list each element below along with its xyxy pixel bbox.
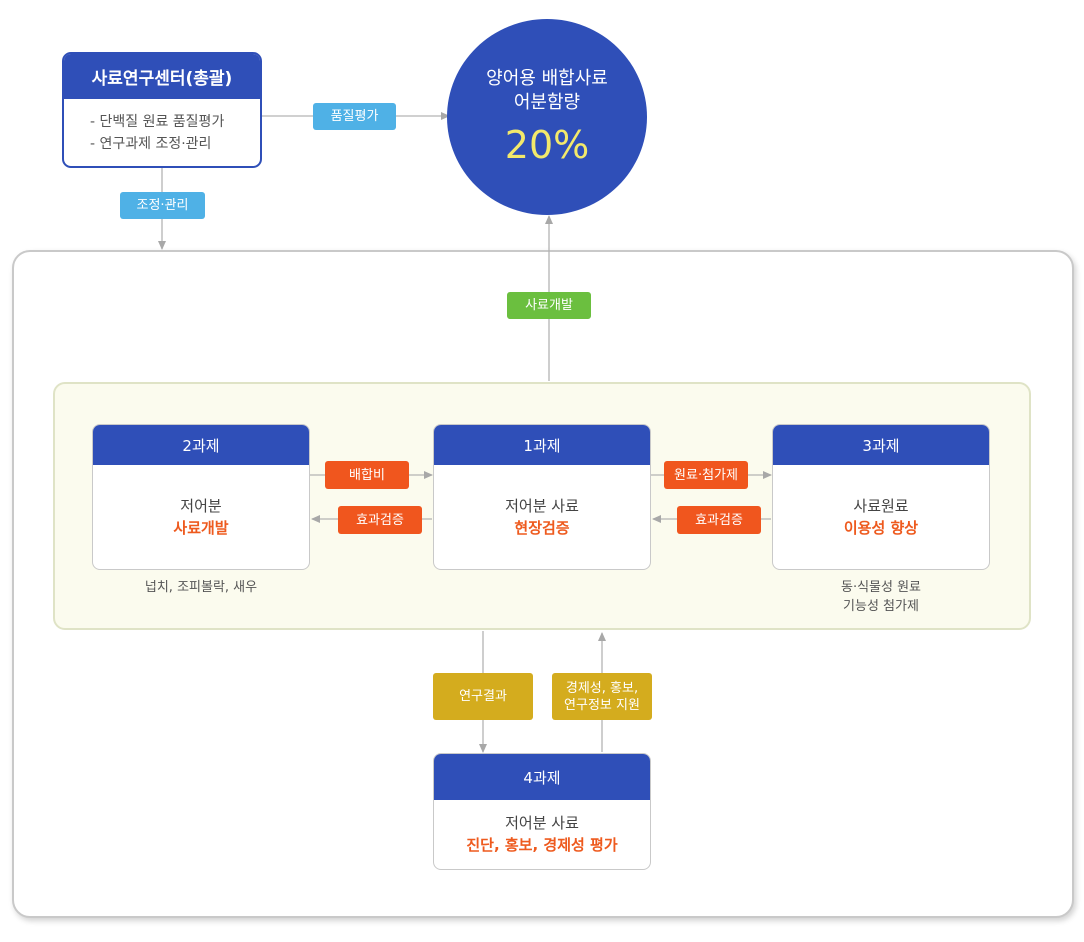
task1-body: 저어분 사료 현장검증 xyxy=(434,465,650,539)
task3-title: 3과제 xyxy=(773,425,989,465)
tag-support-line1: 경제성, 홍보, xyxy=(565,680,639,696)
task1-title: 1과제 xyxy=(434,425,650,465)
goal-line1: 양어용 배합사료 xyxy=(486,68,608,89)
task3-line2: 이용성 향상 xyxy=(843,519,919,537)
tag-quality: 품질평가 xyxy=(313,103,396,130)
research-center-title: 사료연구센터(총괄) xyxy=(64,54,260,99)
task1-line2: 현장검증 xyxy=(514,519,570,537)
task1-line1: 저어분 사료 xyxy=(505,497,579,515)
task3-note-line2: 기능성 첨가제 xyxy=(843,599,919,614)
goal-circle: 양어용 배합사료 어분함량 20% xyxy=(447,19,647,215)
goal-line2: 어분함량 xyxy=(513,92,581,113)
task3-note-line1: 동·식물성 원료 xyxy=(840,580,922,595)
task2-line1: 저어분 xyxy=(180,497,222,515)
tag-mix-ratio: 배합비 xyxy=(325,461,409,489)
task1-box: 1과제 저어분 사료 현장검증 xyxy=(433,424,651,570)
task3-line1: 사료원료 xyxy=(853,497,909,515)
task2-title: 2과제 xyxy=(93,425,309,465)
task4-line2: 진단, 홍보, 경제성 평가 xyxy=(466,836,618,854)
task4-line1: 저어분 사료 xyxy=(505,814,579,832)
goal-percent: 20% xyxy=(504,123,590,167)
task3-body: 사료원료 이용성 향상 xyxy=(773,465,989,539)
task4-title: 4과제 xyxy=(434,754,650,800)
tag-effect-right: 효과검증 xyxy=(677,506,761,534)
tag-research-result: 연구결과 xyxy=(433,673,533,720)
task4-box: 4과제 저어분 사료 진단, 홍보, 경제성 평가 xyxy=(433,753,651,870)
task3-box: 3과제 사료원료 이용성 향상 xyxy=(772,424,990,570)
research-center-items: - 단백질 원료 품질평가 - 연구과제 조정·관리 xyxy=(64,99,260,155)
tag-coordinate: 조정·관리 xyxy=(120,192,205,219)
task2-line2: 사료개발 xyxy=(173,519,229,537)
task3-note: 동·식물성 원료 기능성 첨가제 xyxy=(772,578,990,616)
tag-material-additive: 원료·첨가제 xyxy=(664,461,748,489)
task2-box: 2과제 저어분 사료개발 xyxy=(92,424,310,570)
task2-note: 넙치, 조피볼락, 새우 xyxy=(144,580,258,595)
tag-support: 경제성, 홍보, 연구정보 지원 xyxy=(552,673,652,720)
research-center-item: - 단백질 원료 품질평가 xyxy=(90,114,225,130)
tag-support-line2: 연구정보 지원 xyxy=(564,697,640,713)
tag-effect-left: 효과검증 xyxy=(338,506,422,534)
research-center-item: - 연구과제 조정·관리 xyxy=(90,136,212,152)
research-center-box: 사료연구센터(총괄) - 단백질 원료 품질평가 - 연구과제 조정·관리 xyxy=(62,52,262,168)
task4-body: 저어분 사료 진단, 홍보, 경제성 평가 xyxy=(434,800,650,856)
tag-feed-dev: 사료개발 xyxy=(507,292,591,319)
task2-body: 저어분 사료개발 xyxy=(93,465,309,539)
